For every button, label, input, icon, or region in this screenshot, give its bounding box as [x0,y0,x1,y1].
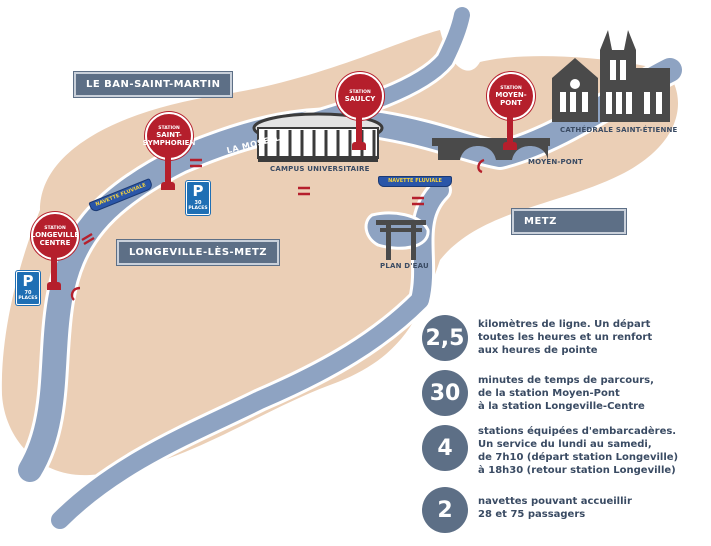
cathedrale-label: CATHÉDRALE SAINT-ÉTIENNE [560,126,678,134]
campus-building-icon [252,112,384,162]
stat-description: minutes de temps de parcours,de la stati… [478,375,654,412]
direction-arrows [70,158,485,301]
bridge-icon [432,138,550,160]
station-moyen-pont[interactable]: STATION MOYEN- PONT [487,72,535,150]
moyen-pont-label: MOYEN-PONT [528,158,583,166]
station-sign: STATION SAINT- SYMPHORIEN [143,112,195,160]
station-sign: STATION MOYEN- PONT [487,72,535,120]
station-sign: STATION SAULCY [336,72,384,120]
stat-value: 2 [422,487,468,533]
area-label-longeville: LONGEVILLE-LÈS-METZ [117,240,280,265]
boat-icon: NAVETTE FLUVIALE [378,176,452,187]
parking-saint-symphorien[interactable]: P 30 PLACES [186,181,210,215]
campus-label: CAMPUS UNIVERSITAIRE [270,165,370,173]
parking-icon: P [192,182,204,200]
stat-duration: 30 minutes de temps de parcours,de la st… [422,370,707,420]
torii-icon [376,220,426,260]
parking-longeville[interactable]: P 70 PLACES [16,271,40,305]
station-saulcy[interactable]: STATION SAULCY [336,72,384,150]
stat-value: 30 [422,370,468,416]
stat-stations: 4 stations équipées d'embarcadères.Un se… [422,425,707,481]
station-sign: STATION LONGEVILLE CENTRE [31,212,79,260]
stat-value: 4 [422,425,468,471]
stat-description: stations équipées d'embarcadères.Un serv… [478,426,679,476]
station-longeville-centre[interactable]: STATION LONGEVILLE CENTRE [31,212,79,290]
plan-deau-label: PLAN D'EAU [380,262,429,270]
stat-value: 2,5 [422,315,468,361]
station-saint-symphorien[interactable]: STATION SAINT- SYMPHORIEN [143,112,195,190]
cathedral-icon [552,30,670,122]
area-label-metz: METZ [512,209,626,234]
parking-icon: P [22,272,34,290]
area-label-ban-saint-martin: LE BAN-SAINT-MARTIN [74,72,233,97]
